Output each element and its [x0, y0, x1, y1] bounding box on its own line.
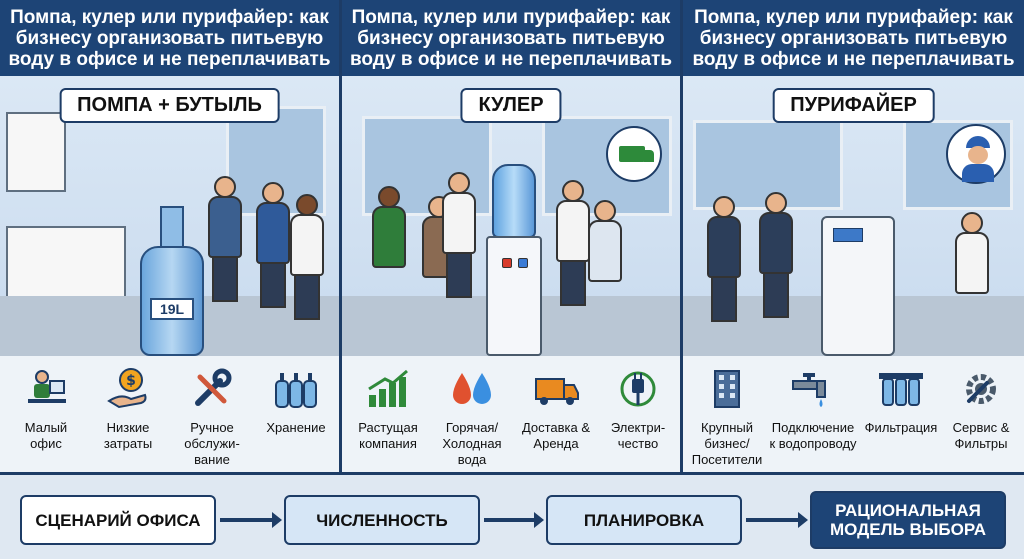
scenario-label: ПОМПА + БУТЫЛЬ — [59, 88, 280, 123]
feature-label: Фильтрация — [864, 420, 938, 435]
flow-step-headcount: ЧИСЛЕННОСТЬ — [284, 495, 480, 545]
flow-step-layout: ПЛАНИРОВКА — [546, 495, 742, 545]
flow-step-rational-model: РАЦИОНАЛЬНАЯ МОДЕЛЬ ВЫБОРА — [810, 491, 1006, 549]
svg-text:$: $ — [126, 373, 136, 389]
feature-list: Растущая компания Горячая/ Холодная вода… — [342, 356, 680, 472]
delivery-truck-icon — [606, 126, 662, 182]
feature-item: Фильтрация — [861, 366, 941, 436]
scene-purifier: ПУРИФАЙЕР — [683, 76, 1024, 356]
growth-chart-icon — [348, 366, 428, 412]
water-tap-icon — [769, 366, 857, 412]
person-man — [208, 176, 242, 302]
gear-wrench-icon — [941, 366, 1021, 412]
feature-label: Низкие затраты — [103, 420, 153, 451]
feature-item: Хранение — [256, 366, 336, 436]
money-hand-icon: $ — [88, 366, 168, 412]
purifier-display — [833, 228, 863, 242]
decision-flow: СЦЕНАРИЙ ОФИСА ЧИСЛЕННОСТЬ ПЛАНИРОВКА РА… — [0, 472, 1024, 559]
feature-item: Подключение к водопроводу — [769, 366, 857, 452]
feature-item: Ручное обслужи- вание — [172, 366, 252, 468]
wrench-icon — [172, 366, 252, 412]
bottles-storage-icon — [256, 366, 336, 412]
feature-label: Доставка & Аренда — [521, 420, 591, 451]
feature-label: Ручное обслужи- вание — [184, 420, 240, 467]
feature-item: Горячая/ Холодная вода — [432, 366, 512, 468]
water-cooler-icon — [486, 236, 542, 356]
feature-item: Сервис & Фильтры — [941, 366, 1021, 452]
scenario-label: КУЛЕР — [460, 88, 562, 123]
feature-label: Малый офис — [24, 420, 68, 451]
feature-label: Горячая/ Холодная вода — [442, 420, 502, 467]
feature-label: Сервис & Фильтры — [952, 420, 1010, 451]
panel-cooler: Помпа, кулер или пурифайер: как бизнесу … — [342, 0, 683, 472]
feature-item: Крупный бизнес/ Посетители — [687, 366, 767, 468]
technician-icon — [946, 124, 1006, 184]
feature-label: Крупный бизнес/ Посетители — [691, 420, 763, 467]
scene-pump: 19L ПОМПА + БУТЫЛЬ — [0, 76, 339, 356]
feature-label: Подключение к водопроводу — [769, 420, 857, 451]
office-building-icon — [687, 366, 767, 412]
bottle-volume-label: 19L — [150, 298, 194, 320]
scenario-label: ПУРИФАЙЕР — [772, 88, 935, 123]
hot-tap-icon — [502, 258, 512, 268]
feature-list: Крупный бизнес/ Посетители Подключение к… — [683, 356, 1024, 472]
arrow-right-icon — [746, 512, 808, 528]
feature-item: Доставка & Аренда — [516, 366, 596, 452]
person-standing — [442, 172, 476, 298]
feature-label: Хранение — [266, 420, 326, 435]
person-woman — [256, 182, 290, 308]
filter-cartridges-icon — [861, 366, 941, 412]
person-seated — [372, 186, 406, 268]
feature-item: Малый офис — [6, 366, 86, 452]
electric-plug-icon — [598, 366, 678, 412]
arrow-right-icon — [484, 512, 544, 528]
hot-cold-drops-icon — [432, 366, 512, 412]
person-woman-2 — [290, 194, 324, 320]
person-man — [759, 192, 793, 318]
delivery-van-icon — [516, 366, 596, 412]
panel-title: Помпа, кулер или пурифайер: как бизнесу … — [683, 0, 1024, 76]
panel-title: Помпа, кулер или пурифайер: как бизнесу … — [342, 0, 680, 76]
person-seated — [955, 212, 989, 294]
scene-cooler: КУЛЕР — [342, 76, 680, 356]
feature-item: $ Низкие затраты — [88, 366, 168, 452]
small-office-icon — [6, 366, 86, 412]
panel-pump: Помпа, кулер или пурифайер: как бизнесу … — [0, 0, 342, 472]
cold-tap-icon — [518, 258, 528, 268]
arrow-right-icon — [220, 512, 282, 528]
person-standing-2 — [556, 180, 590, 306]
feature-label: Растущая компания — [358, 420, 418, 451]
panel-title: Помпа, кулер или пурифайер: как бизнесу … — [0, 0, 339, 76]
feature-item: Электри- чество — [598, 366, 678, 452]
feature-list: Малый офис $ Низкие затраты Ручное обслу… — [0, 356, 339, 472]
person-seated-3 — [588, 200, 622, 282]
feature-label: Электри- чество — [610, 420, 666, 451]
cooler-bottle-icon — [492, 164, 536, 238]
panel-purifier: Помпа, кулер или пурифайер: как бизнесу … — [683, 0, 1024, 472]
flow-step-office-scenario: СЦЕНАРИЙ ОФИСА — [20, 495, 216, 545]
kitchen-cabinet — [6, 112, 66, 192]
feature-item: Растущая компания — [348, 366, 428, 452]
person-woman — [707, 196, 741, 322]
pump-icon — [160, 206, 184, 248]
